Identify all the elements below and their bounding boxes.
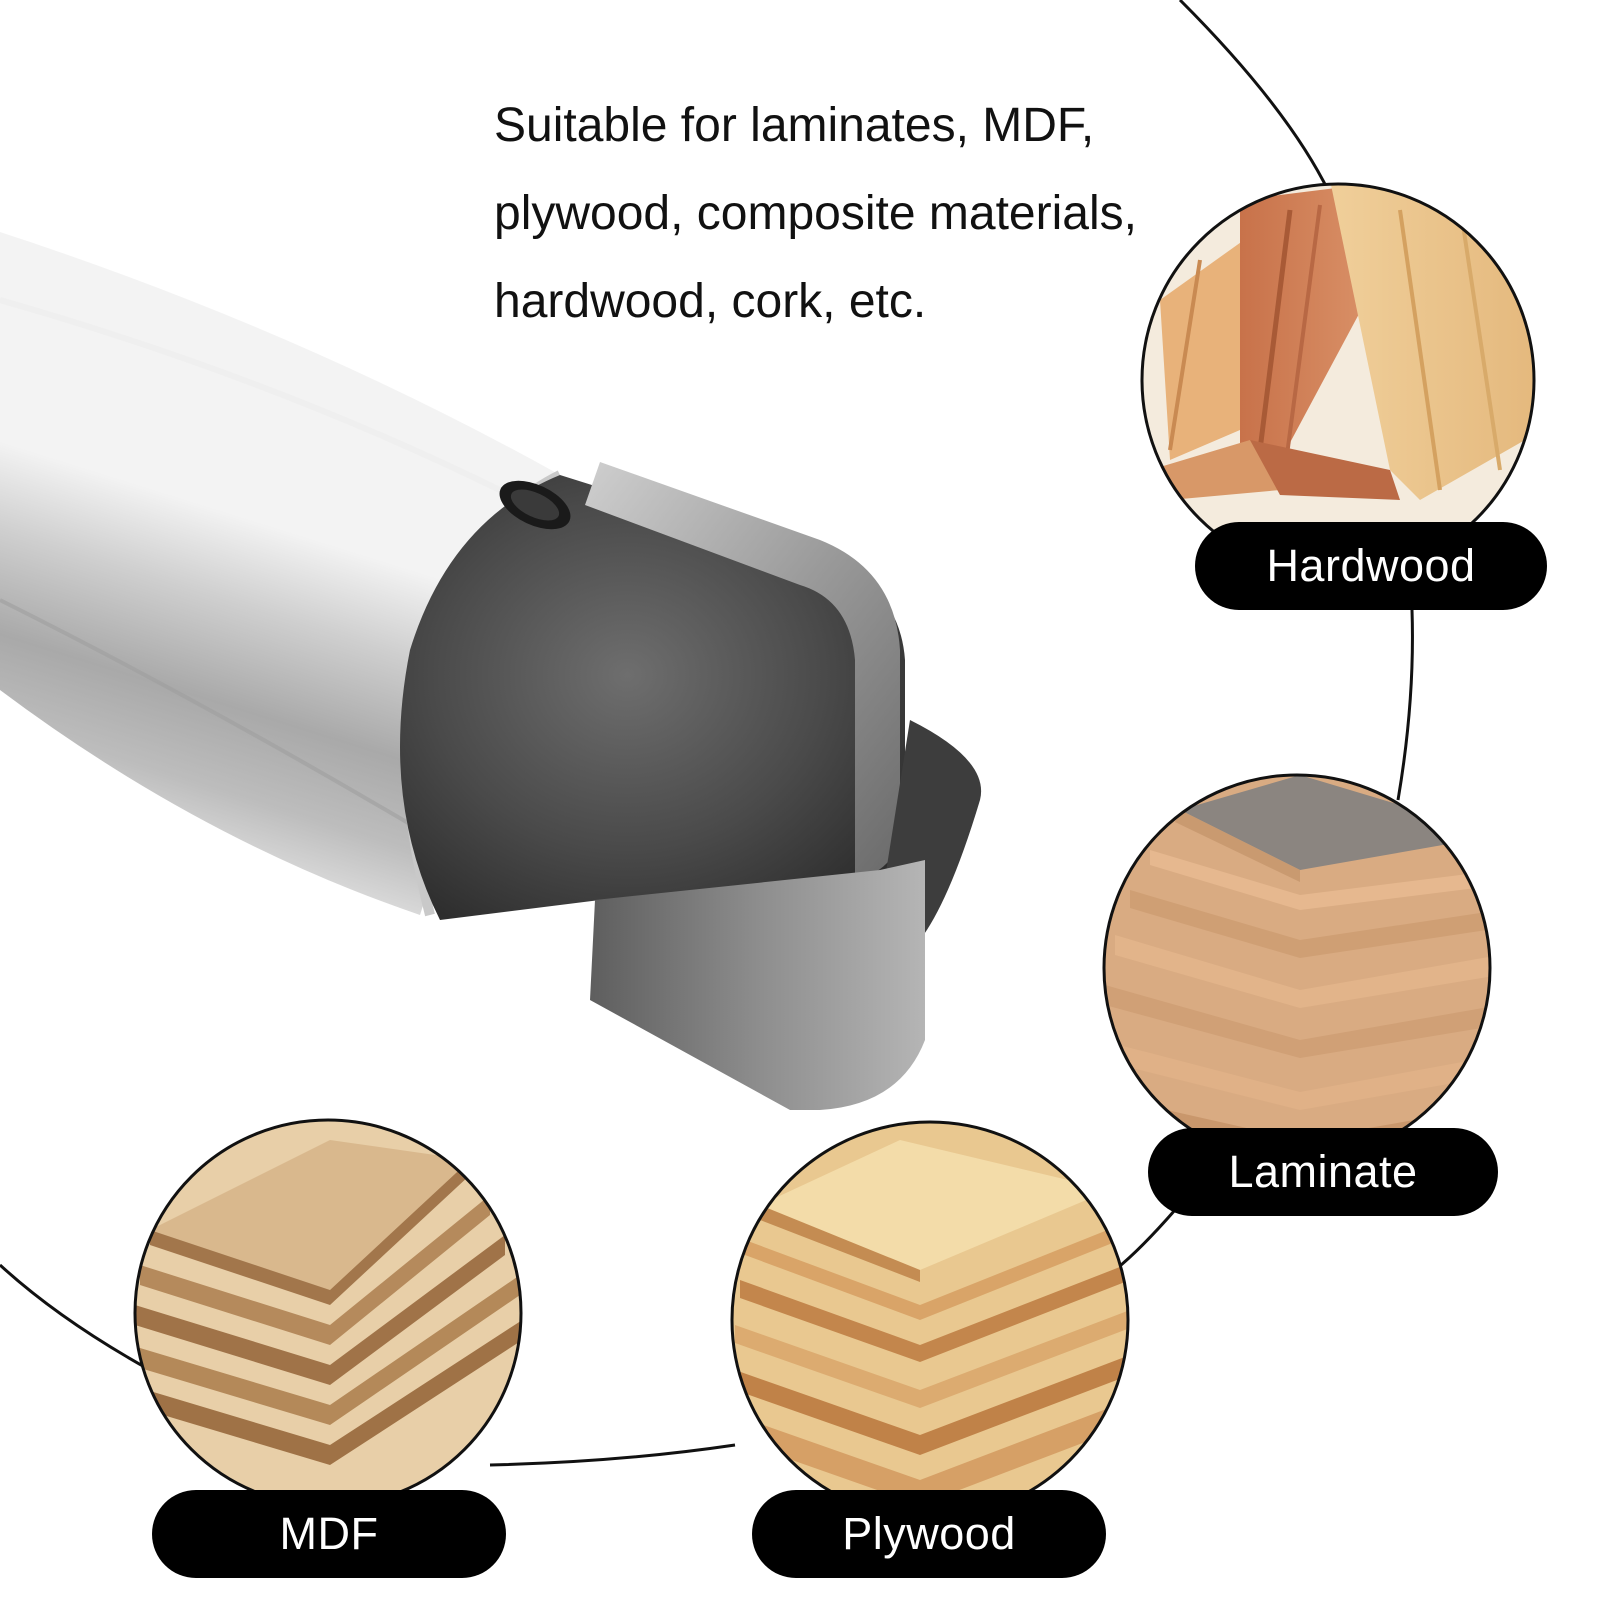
plywood-photo bbox=[730, 1120, 1130, 1520]
laminate-label: Laminate bbox=[1148, 1128, 1498, 1216]
router-bit bbox=[0, 232, 982, 1110]
plywood-label: Plywood bbox=[752, 1490, 1106, 1578]
laminate-photo bbox=[1102, 773, 1492, 1163]
description-line: Suitable for laminates, MDF, bbox=[494, 99, 1095, 152]
description-text: Suitable for laminates, MDF, plywood, co… bbox=[494, 82, 1254, 346]
description-line: hardwood, cork, etc. bbox=[494, 275, 927, 328]
mdf-photo bbox=[133, 1118, 523, 1508]
hardwood-label: Hardwood bbox=[1195, 522, 1547, 610]
description-line: plywood, composite materials, bbox=[494, 187, 1137, 240]
mdf-label: MDF bbox=[152, 1490, 506, 1578]
hardwood-photo bbox=[1140, 182, 1536, 578]
